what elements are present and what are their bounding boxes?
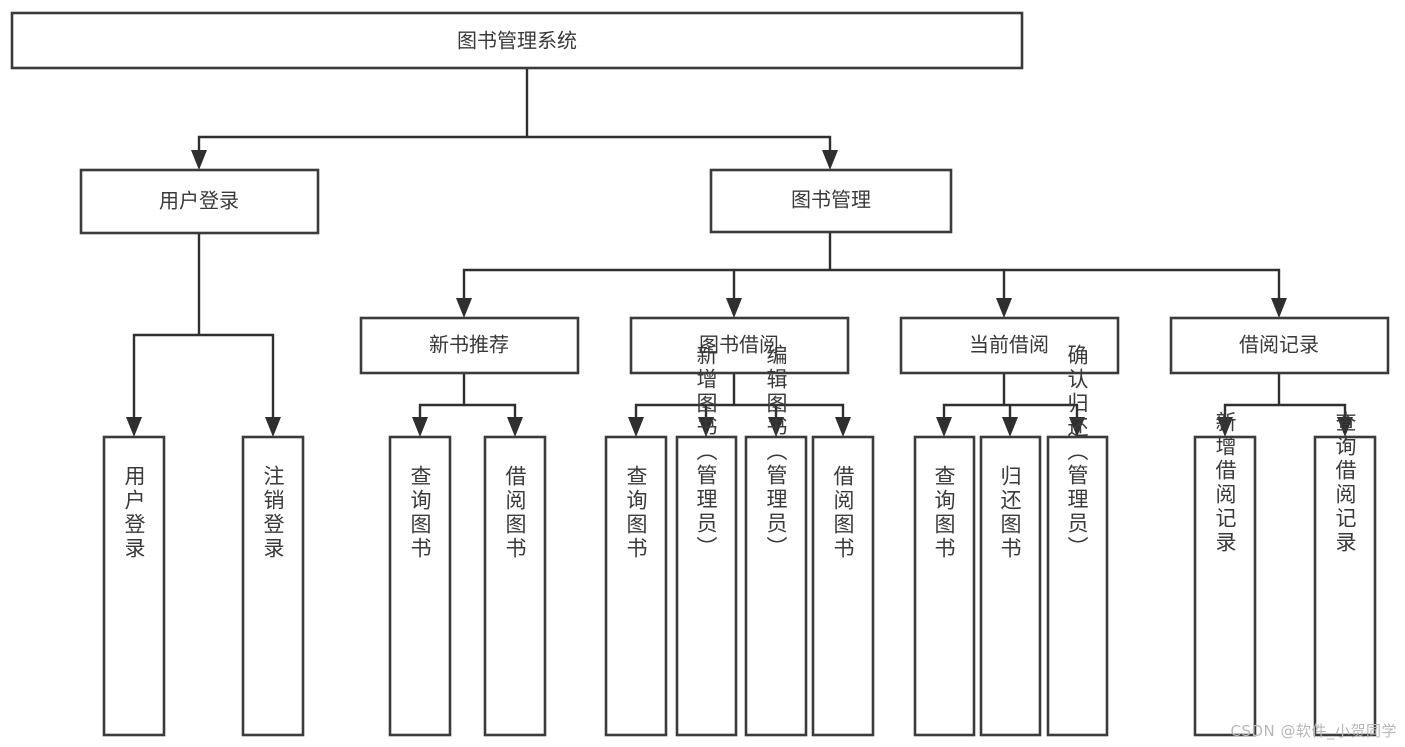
new-book-recommend-box[interactable] [359, 316, 580, 375]
node-current-borrow[interactable]: 当前借阅 [899, 316, 1120, 375]
connector-user-login-bus [132, 231, 275, 425]
leaf-query-record-box[interactable] [1313, 435, 1377, 737]
leaf-query-book-1-box[interactable] [388, 435, 452, 737]
node-user-login[interactable]: 用户登录 [79, 168, 320, 235]
node-leaf-borrow-book-1[interactable]: 借阅图书 [483, 435, 547, 737]
arrow-to-borrow-record [1271, 298, 1287, 318]
arrow-to-book-manage [822, 150, 838, 170]
leaf-query-book-3-label: 查询图书 [932, 465, 956, 561]
leaf-add-book-label: 新增图书（管理员） [694, 344, 718, 560]
node-leaf-confirm-return[interactable]: 确认归还（管理员） [1046, 344, 1109, 737]
user-login-box[interactable] [79, 168, 320, 235]
arrow-to-leaf-add-record [1217, 417, 1233, 437]
root-label: 图书管理系统 [457, 29, 577, 53]
node-book-manage[interactable]: 图书管理 [709, 168, 953, 234]
leaf-borrow-book-2-box[interactable] [811, 435, 875, 737]
arrow-to-user-login [191, 150, 207, 170]
node-book-borrow[interactable]: 图书借阅 [629, 316, 850, 375]
arrow-to-new-book-recommend [456, 298, 472, 318]
node-leaf-return-book[interactable]: 归还图书 [979, 435, 1042, 737]
leaf-query-book-2-label: 查询图书 [624, 465, 648, 561]
leaf-user-logout-label: 注销登录 [261, 465, 285, 561]
book-manage-box[interactable] [709, 168, 953, 234]
connector-book-borrow-bus [634, 371, 845, 425]
arrow-to-current-borrow [996, 298, 1012, 318]
node-root[interactable]: 图书管理系统 [10, 11, 1024, 70]
arrow-to-leaf-query-record [1337, 417, 1353, 437]
new-book-recommend-label: 新书推荐 [429, 333, 509, 357]
leaf-borrow-book-2-label: 借阅图书 [831, 465, 855, 561]
current-borrow-box[interactable] [899, 316, 1120, 375]
node-leaf-query-record[interactable]: 查询借阅记录 [1313, 411, 1377, 737]
book-borrow-box[interactable] [629, 316, 850, 375]
leaf-return-book-label: 归还图书 [998, 465, 1022, 561]
borrow-record-box[interactable] [1169, 316, 1390, 375]
connector-root-to-bus [197, 66, 832, 158]
node-leaf-add-book[interactable]: 新增图书（管理员） [675, 344, 738, 737]
borrow-record-label: 借阅记录 [1239, 333, 1319, 357]
arrow-to-leaf-confirm-return [1069, 417, 1085, 437]
node-leaf-add-record[interactable]: 新增借阅记录 [1193, 411, 1257, 737]
node-leaf-query-book-3[interactable]: 查询图书 [913, 435, 976, 737]
node-new-book-recommend[interactable]: 新书推荐 [359, 316, 580, 375]
arrow-to-book-borrow [726, 298, 742, 318]
leaf-return-book-box[interactable] [979, 435, 1042, 737]
leaf-confirm-return-box[interactable] [1046, 435, 1109, 737]
arrow-to-leaf-query-book-2 [628, 417, 644, 437]
connector-book-manage-bus [462, 230, 1281, 306]
connector-borrow-record-bus [1223, 371, 1347, 425]
book-manage-label: 图书管理 [791, 188, 871, 212]
leaf-borrow-book-1-label: 借阅图书 [503, 465, 527, 561]
arrow-to-leaf-query-book-1 [412, 417, 428, 437]
leaf-query-book-1-label: 查询图书 [408, 465, 432, 561]
arrow-to-leaf-borrow-book-1 [507, 417, 523, 437]
user-login-label: 用户登录 [159, 189, 239, 213]
arrow-to-leaf-query-book-3 [936, 417, 952, 437]
leaf-add-record-box[interactable] [1193, 435, 1257, 737]
node-leaf-query-book-2[interactable]: 查询图书 [604, 435, 668, 737]
connector-current-borrow-bus [942, 371, 1079, 425]
leaf-edit-book-label: 编辑图书（管理员） [764, 344, 788, 560]
book-borrow-label: 图书借阅 [699, 333, 779, 357]
leaf-query-record-label: 查询借阅记录 [1333, 411, 1357, 555]
node-leaf-user-login[interactable]: 用户登录 [102, 435, 166, 737]
leaf-add-record-label: 新增借阅记录 [1213, 411, 1237, 555]
leaf-confirm-return-label: 确认归还（管理员） [1065, 344, 1089, 560]
node-leaf-borrow-book-2[interactable]: 借阅图书 [811, 435, 875, 737]
arrow-to-leaf-user-logout [265, 417, 281, 437]
root-box[interactable] [10, 11, 1024, 70]
csdn-watermark: CSDN @软件_小贺同学 [1230, 722, 1397, 740]
leaf-user-login-label: 用户登录 [122, 465, 146, 561]
leaf-edit-book-box[interactable] [744, 435, 808, 737]
node-borrow-record[interactable]: 借阅记录 [1169, 316, 1390, 375]
arrow-to-leaf-edit-book [768, 417, 784, 437]
arrow-to-leaf-return-book [1002, 417, 1018, 437]
arrow-to-leaf-add-book [698, 417, 714, 437]
leaf-query-book-2-box[interactable] [604, 435, 668, 737]
leaf-user-logout-box[interactable] [241, 435, 305, 737]
node-leaf-edit-book[interactable]: 编辑图书（管理员） [744, 344, 808, 737]
leaf-borrow-book-1-box[interactable] [483, 435, 547, 737]
leaf-user-login-box[interactable] [102, 435, 166, 737]
arrow-to-leaf-borrow-book-2 [835, 417, 851, 437]
leaf-query-book-3-box[interactable] [913, 435, 976, 737]
node-leaf-user-logout[interactable]: 注销登录 [241, 435, 305, 737]
connector-layer [126, 66, 1353, 437]
node-leaf-query-book-1[interactable]: 查询图书 [388, 435, 452, 737]
current-borrow-label: 当前借阅 [969, 333, 1049, 357]
connector-new-book-recommend-bus [418, 371, 517, 425]
arrow-to-leaf-user-login [126, 417, 142, 437]
leaf-add-book-box[interactable] [675, 435, 738, 737]
